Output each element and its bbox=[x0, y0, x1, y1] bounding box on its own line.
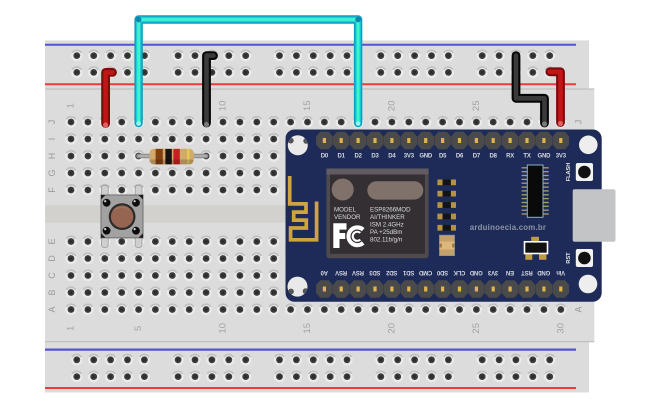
svg-text:GND: GND bbox=[419, 154, 433, 160]
svg-text:FLASH: FLASH bbox=[566, 163, 572, 182]
svg-text:F: F bbox=[47, 187, 57, 193]
svg-text:SD1: SD1 bbox=[402, 269, 414, 275]
svg-text:RSV: RSV bbox=[352, 269, 364, 275]
svg-text:D5: D5 bbox=[439, 154, 447, 160]
svg-text:CMD: CMD bbox=[418, 269, 432, 275]
svg-text:C: C bbox=[47, 272, 57, 279]
svg-text:J: J bbox=[573, 120, 583, 125]
svg-text:EN: EN bbox=[506, 269, 514, 275]
svg-text:Vin: Vin bbox=[556, 269, 565, 275]
svg-text:D0: D0 bbox=[321, 154, 329, 160]
svg-text:3V3: 3V3 bbox=[556, 154, 567, 160]
svg-text:25: 25 bbox=[471, 101, 482, 112]
svg-text:PA +25dBm: PA +25dBm bbox=[370, 229, 402, 236]
svg-text:D1: D1 bbox=[338, 154, 346, 160]
svg-text:E: E bbox=[47, 238, 57, 244]
svg-text:A: A bbox=[47, 306, 57, 312]
svg-text:J: J bbox=[47, 120, 57, 125]
svg-text:25: 25 bbox=[471, 323, 482, 334]
svg-text:ESP8266MOD: ESP8266MOD bbox=[370, 207, 411, 214]
svg-text:3V3: 3V3 bbox=[487, 269, 498, 275]
svg-text:A0: A0 bbox=[320, 269, 328, 275]
svg-text:3V3: 3V3 bbox=[404, 154, 415, 160]
svg-text:802.11b/g/n: 802.11b/g/n bbox=[370, 237, 403, 244]
svg-text:20: 20 bbox=[386, 323, 397, 334]
svg-text:10: 10 bbox=[218, 101, 229, 112]
svg-text:CLK: CLK bbox=[453, 269, 466, 275]
svg-text:GND: GND bbox=[538, 154, 552, 160]
svg-text:RST: RST bbox=[566, 252, 572, 264]
svg-text:RX: RX bbox=[506, 154, 514, 160]
svg-text:RST: RST bbox=[521, 269, 533, 275]
svg-text:SD3: SD3 bbox=[369, 269, 381, 275]
svg-text:AI/THINKER: AI/THINKER bbox=[370, 214, 405, 221]
svg-text:1: 1 bbox=[66, 103, 77, 108]
svg-text:G: G bbox=[47, 169, 57, 176]
svg-text:GND: GND bbox=[469, 269, 483, 275]
svg-text:arduinoecia.com.br: arduinoecia.com.br bbox=[470, 223, 546, 232]
svg-text:SD2: SD2 bbox=[386, 269, 398, 275]
svg-text:VENDOR: VENDOR bbox=[334, 214, 361, 221]
svg-text:H: H bbox=[47, 153, 57, 160]
svg-text:ISM 2.4GHz: ISM 2.4GHz bbox=[370, 222, 404, 229]
svg-text:GND: GND bbox=[537, 269, 551, 275]
svg-text:D: D bbox=[47, 255, 57, 262]
svg-text:SD0: SD0 bbox=[436, 269, 448, 275]
svg-text:RSV: RSV bbox=[335, 269, 347, 275]
svg-text:D4: D4 bbox=[388, 154, 396, 160]
svg-text:5: 5 bbox=[133, 326, 144, 331]
svg-text:15: 15 bbox=[302, 101, 313, 112]
svg-text:10: 10 bbox=[218, 323, 229, 334]
svg-text:D2: D2 bbox=[354, 154, 362, 160]
svg-text:TX: TX bbox=[523, 154, 530, 160]
svg-text:D8: D8 bbox=[490, 154, 498, 160]
svg-text:B: B bbox=[47, 289, 57, 295]
svg-text:D6: D6 bbox=[456, 154, 464, 160]
svg-text:A: A bbox=[573, 306, 583, 312]
svg-text:1: 1 bbox=[66, 326, 77, 331]
svg-text:30: 30 bbox=[555, 323, 566, 334]
svg-text:20: 20 bbox=[386, 101, 397, 112]
svg-text:I: I bbox=[47, 138, 57, 141]
svg-text:MODEL: MODEL bbox=[334, 207, 357, 214]
svg-text:D7: D7 bbox=[473, 154, 481, 160]
svg-text:15: 15 bbox=[302, 323, 313, 334]
svg-text:D3: D3 bbox=[371, 154, 379, 160]
